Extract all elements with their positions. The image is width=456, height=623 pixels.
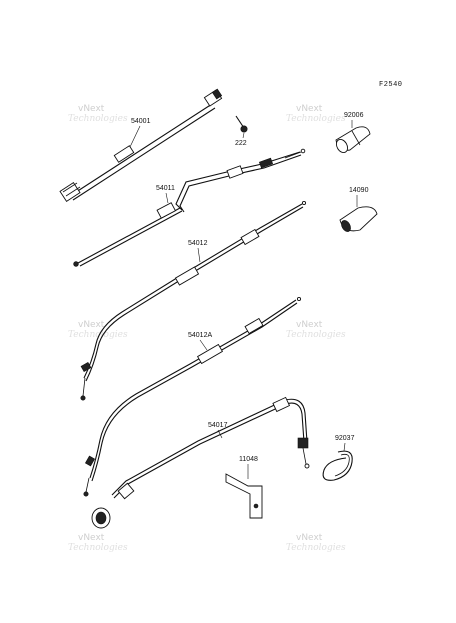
leader-54017 — [217, 429, 223, 439]
svg-text:Technologies: Technologies — [68, 330, 128, 340]
choke-cable-54017 — [91, 396, 310, 529]
svg-text:vNext: vNext — [296, 320, 323, 330]
watermark-top-left: vNext Technologies — [68, 104, 128, 124]
watermark-bottom-left: vNext Technologies — [68, 533, 128, 553]
label-54012A: 54012A — [188, 332, 212, 339]
leader-92037 — [343, 442, 346, 452]
label-54012: 54012 — [188, 240, 208, 247]
svg-text:vNext: vNext — [78, 533, 105, 543]
leader-54011 — [165, 192, 169, 204]
label-54001: 54001 — [131, 118, 151, 125]
figure-code: F2540 — [379, 81, 403, 89]
svg-text:Technologies: Technologies — [286, 543, 346, 553]
throttle-cable-54012 — [80, 200, 307, 401]
svg-text:Technologies: Technologies — [286, 114, 346, 124]
svg-text:Technologies: Technologies — [68, 543, 128, 553]
svg-text:vNext: vNext — [296, 533, 323, 543]
leader-222 — [242, 132, 245, 139]
screw-222 — [235, 115, 248, 133]
leader-54001 — [129, 125, 141, 148]
leader-54012A — [199, 339, 208, 351]
svg-text:Technologies: Technologies — [68, 114, 128, 124]
label-92037: 92037 — [335, 435, 355, 442]
watermark-bottom-right: vNext Technologies — [286, 533, 346, 553]
clamp-92037 — [322, 450, 353, 481]
speedometer-cable-54001 — [59, 88, 223, 203]
label-11048: 11048 — [239, 456, 258, 463]
boot-92006 — [335, 126, 371, 154]
throttle-cable-54011 — [73, 148, 306, 267]
label-14090: 14090 — [349, 187, 369, 194]
leader-54012 — [197, 247, 201, 263]
svg-text:Technologies: Technologies — [286, 330, 346, 340]
label-54017: 54017 — [208, 422, 228, 429]
svg-text:vNext: vNext — [78, 104, 105, 114]
watermark-top-right: vNext Technologies — [286, 104, 346, 124]
watermark-mid-left: vNext Technologies — [68, 320, 128, 340]
svg-text:vNext: vNext — [78, 320, 105, 330]
cap-14090 — [339, 206, 378, 232]
label-92006: 92006 — [344, 112, 364, 119]
svg-text:vNext: vNext — [296, 104, 323, 114]
bracket-11048 — [225, 473, 263, 519]
label-222: 222 — [235, 140, 247, 147]
watermark-mid-right: vNext Technologies — [286, 320, 346, 340]
cable-54012A — [83, 296, 302, 497]
label-54011: 54011 — [156, 185, 175, 192]
